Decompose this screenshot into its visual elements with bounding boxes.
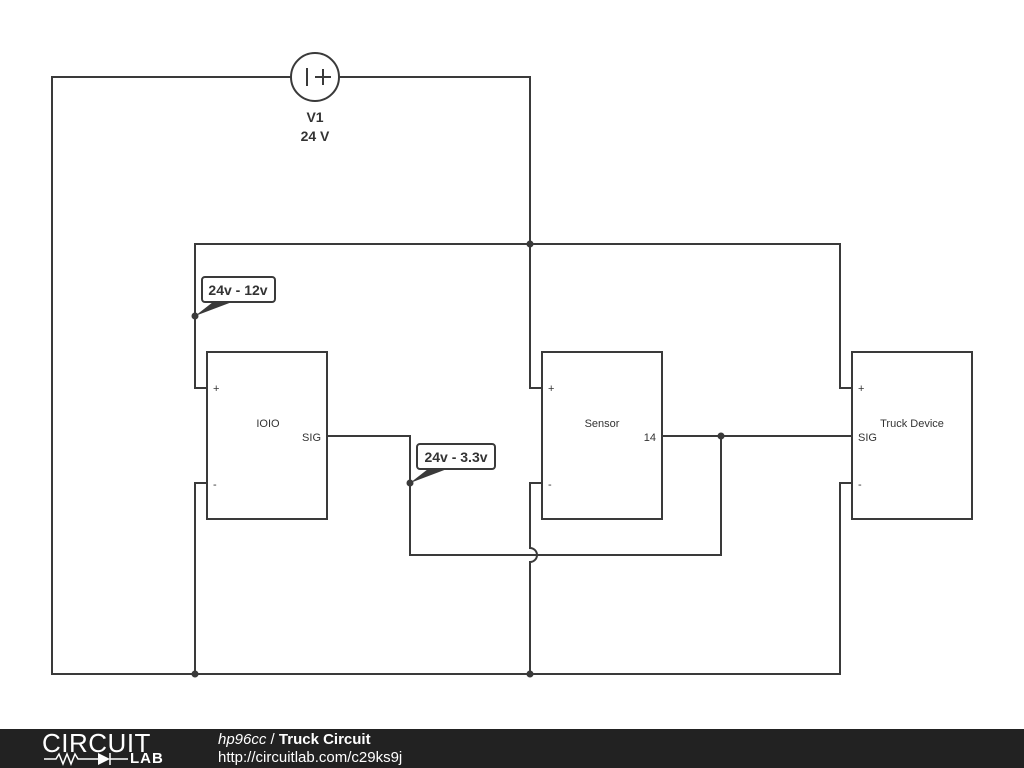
truck-device-box xyxy=(851,351,973,520)
annotation-top[interactable]: 24v - 12v xyxy=(195,276,276,316)
source-name: V1 xyxy=(306,109,323,125)
outer-loop-wire xyxy=(51,76,853,675)
source-positive-wire xyxy=(338,76,531,245)
sensor-pin-out: 14 xyxy=(644,432,656,444)
circuit-url-link[interactable]: http://circuitlab.com/c29ks9j xyxy=(218,749,403,766)
junction-dot xyxy=(526,670,534,678)
ioio-ground-wire xyxy=(194,482,208,675)
annotation-top-text: 24v - 12v xyxy=(208,282,267,298)
sensor-plus-wire xyxy=(529,243,543,389)
truck-pin-plus: + xyxy=(858,383,864,395)
footer-title: hp96cc / Truck Circuit xyxy=(218,731,371,749)
positive-rail-wire xyxy=(194,243,853,389)
annotation-pointer-icon xyxy=(195,302,232,316)
author-link[interactable]: hp96cc xyxy=(218,731,267,748)
annotation-pointer-icon xyxy=(410,469,447,483)
footer-bar: CIRCUIT LAB hp96cc / Truck Circuit http:… xyxy=(0,729,1024,768)
sensor-block[interactable]: + - Sensor 14 xyxy=(541,351,663,520)
ioio-pin-sig: SIG xyxy=(302,432,321,444)
circuit-title: Truck Circuit xyxy=(278,731,371,748)
junction-dot xyxy=(526,240,534,248)
circuitlab-logo[interactable]: CIRCUIT LAB xyxy=(42,729,182,768)
ioio-label: IOIO xyxy=(256,418,280,430)
sensor-pin-plus: + xyxy=(548,383,554,395)
truck-pin-sig: SIG xyxy=(858,432,877,444)
main-wires xyxy=(51,76,853,675)
junction-dot xyxy=(717,432,725,440)
truck-device-block[interactable]: + - Truck Device SIG xyxy=(851,351,973,520)
truck-device-label: Truck Device xyxy=(880,418,944,430)
annotation-mid[interactable]: 24v - 3.3v xyxy=(410,443,496,483)
annotation-mid-text: 24v - 3.3v xyxy=(424,449,487,465)
ioio-signal-wire xyxy=(326,435,722,556)
logo-circuit-text: CIRCUIT xyxy=(42,728,151,758)
junction-dot xyxy=(191,670,199,678)
source-value: 24 V xyxy=(301,128,330,144)
sensor-label: Sensor xyxy=(585,418,620,430)
annotation-top-box xyxy=(201,276,276,303)
title-separator: / xyxy=(266,731,279,748)
sensor-box xyxy=(541,351,663,520)
sensor-pin-minus: - xyxy=(548,479,552,491)
ioio-pin-minus: - xyxy=(213,479,217,491)
circuit-schematic: V1 24 V + - IOIO SIG + - Sensor 14 + - T… xyxy=(51,52,973,678)
ioio-box xyxy=(206,351,328,520)
annotation-mid-box xyxy=(416,443,496,470)
ioio-block[interactable]: + - IOIO SIG xyxy=(206,351,328,520)
logo-lab-text: LAB xyxy=(130,750,164,767)
ioio-pin-plus: + xyxy=(213,383,219,395)
sensor-ground-wire xyxy=(529,482,543,675)
resistor-diode-icon xyxy=(44,751,128,767)
voltage-source-v1[interactable]: V1 24 V xyxy=(290,52,340,144)
truck-pin-minus: - xyxy=(858,479,862,491)
